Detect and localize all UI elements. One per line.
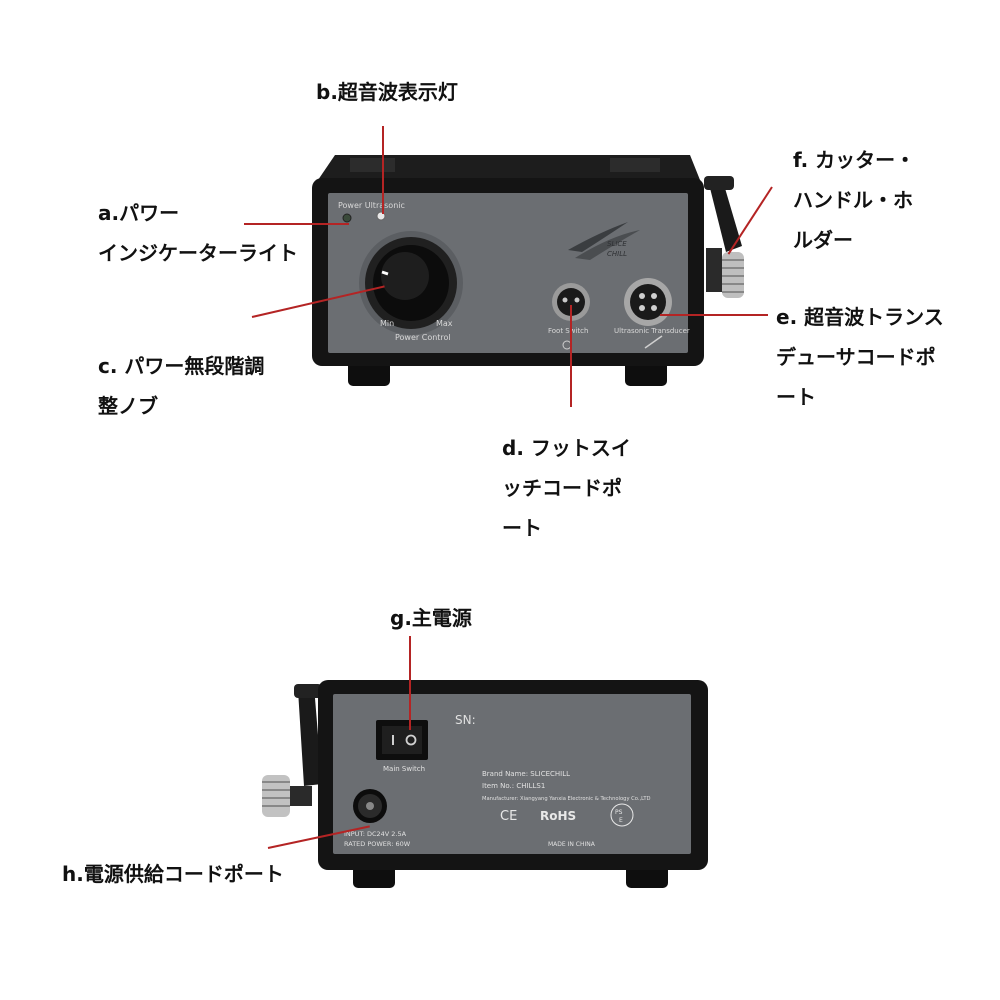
- svg-text:PS: PS: [615, 809, 623, 816]
- rohs-mark: RoHS: [540, 809, 576, 823]
- main-power-switch[interactable]: [376, 720, 428, 760]
- transducer-icon: [644, 335, 663, 349]
- manufacturer-text: Manufacturer: Xiangyang Yanxia Electroni…: [482, 796, 651, 802]
- leader-line-d: [570, 305, 572, 407]
- item-no-text: Item No.: CHILLS1: [482, 782, 545, 790]
- leader-line-g: [409, 636, 411, 730]
- callout-c-power-knob: c. パワー無段階調 整ノブ: [98, 354, 265, 418]
- callout-g-main-power: g.主電源: [390, 606, 472, 630]
- input-rating: INPUT: DC24V 2.5A: [344, 830, 407, 838]
- svg-text:CHILL: CHILL: [607, 250, 627, 258]
- brand-name-text: Brand Name: SLICECHILL: [482, 770, 570, 778]
- pse-mark: PS E: [610, 803, 634, 827]
- main-switch-label: Main Switch: [383, 765, 425, 773]
- callout-b-ultrasonic-indicator: b.超音波表示灯: [316, 80, 458, 104]
- callout-h-power-cord-port: h.電源供給コードポート: [62, 862, 284, 886]
- callout-a-power-indicator: a.パワー インジケーターライト: [98, 201, 298, 265]
- callout-e-transducer-port: e. 超音波トランス デューサコードポ ート: [776, 305, 944, 409]
- callout-f-handle-holder: f. カッター・ ハンドル・ホ ルダー: [793, 148, 916, 252]
- power-led: [342, 213, 352, 223]
- rated-power: RATED POWER: 60W: [344, 840, 411, 848]
- svg-text:E: E: [619, 817, 623, 824]
- dc-power-jack[interactable]: [353, 789, 387, 823]
- callout-d-foot-switch-port: d. フットスイ ッチコードポ ート: [502, 436, 631, 540]
- foot-switch-port[interactable]: [552, 283, 590, 321]
- brand-logo: SLICE CHILL: [568, 222, 640, 260]
- knob-min-label: Min: [380, 319, 394, 328]
- svg-text:SLICE: SLICE: [607, 240, 627, 248]
- indicator-labels: Power Ultrasonic: [338, 201, 405, 210]
- ce-mark: CE: [500, 809, 517, 824]
- made-in-text: MADE IN CHINA: [548, 841, 596, 848]
- back-thumb-screw: [262, 775, 312, 817]
- leader-line-e: [660, 314, 768, 316]
- leader-line-b: [382, 126, 384, 214]
- knob-label: Power Control: [395, 333, 451, 342]
- ultrasonic-led: [376, 211, 386, 221]
- foot-switch-label: Foot Switch: [548, 327, 588, 335]
- leader-line-a: [244, 223, 349, 225]
- knob-max-label: Max: [436, 319, 453, 328]
- serial-number-label: SN:: [455, 713, 476, 727]
- power-control-knob[interactable]: [359, 231, 463, 335]
- transducer-label: Ultrasonic Transducer: [614, 327, 690, 335]
- holder-thumb-screw: [722, 252, 744, 298]
